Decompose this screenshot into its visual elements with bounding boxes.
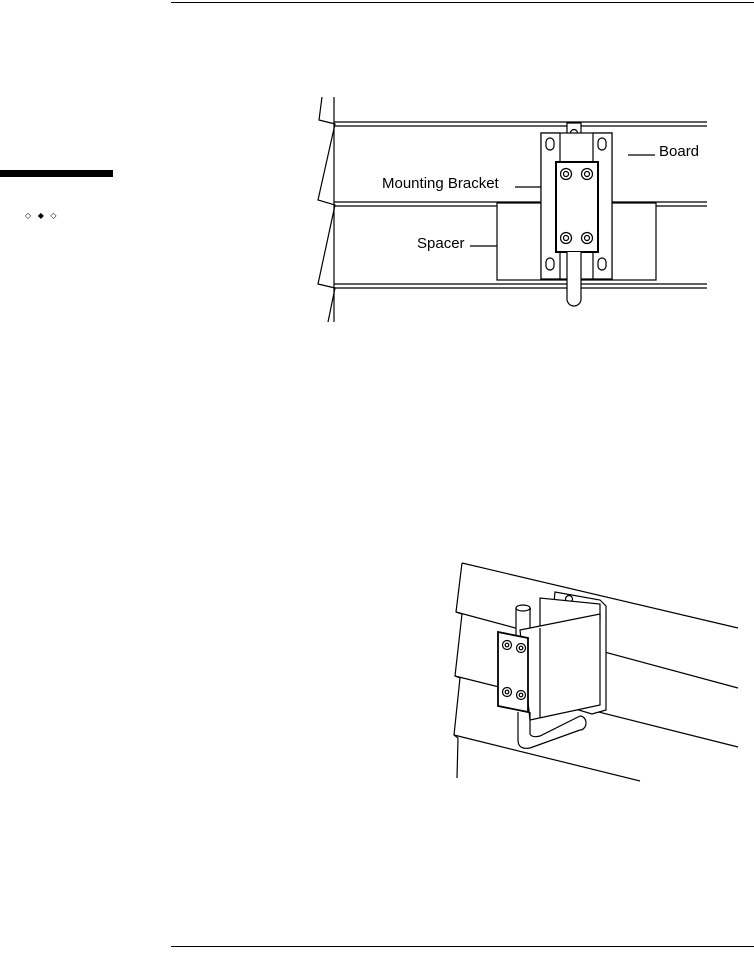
header-rule xyxy=(171,2,754,3)
break-line xyxy=(318,97,335,322)
handle xyxy=(518,712,580,748)
break-line xyxy=(454,563,462,778)
bracket-front-view-figure xyxy=(300,90,720,330)
footer-rule xyxy=(171,946,754,947)
bracket-isometric-figure xyxy=(440,555,754,790)
section-marker-glyphs: ◇ ◆ ◇ xyxy=(25,210,57,222)
mounting-bracket-label: Mounting Bracket xyxy=(382,175,499,193)
board-label: Board xyxy=(659,143,699,161)
bracket-body xyxy=(520,614,600,720)
spacer-label: Spacer xyxy=(417,235,465,253)
post-bottom xyxy=(567,252,581,306)
section-marker-bar xyxy=(0,170,113,177)
